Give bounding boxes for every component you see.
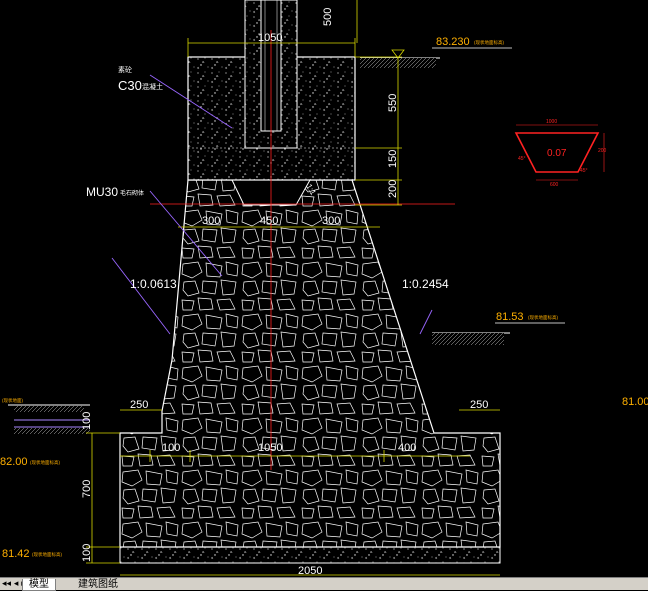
elevation-right-note: (现状地面标高) <box>528 314 558 321</box>
elevation-right-ground: 81.53 <box>496 311 524 323</box>
layout-tab-bar: ◂◂ ◂ ▸ 模型 建筑图纸 <box>0 577 648 591</box>
dim-top-width: 1050 <box>258 32 282 44</box>
dim-right-offset: 300 <box>322 215 340 227</box>
cad-drawing-canvas[interactable]: 1050 500 550 150 200 300 450 300 250 250… <box>0 0 648 577</box>
tab-layout[interactable]: 建筑图纸 <box>78 579 118 590</box>
dim-notch: 200 <box>387 180 399 198</box>
dim-left-offset: 300 <box>202 215 220 227</box>
dim-pole-height: 500 <box>322 8 334 26</box>
dim-left-pad: 100 <box>81 412 93 430</box>
elevation-bottom: 81.42 <box>2 548 30 560</box>
dim-cap-base: 150 <box>387 150 399 168</box>
section-inset: 0.07 1000 600 200 45° 45° <box>514 119 607 188</box>
elevation-left-mid: 82.00 <box>0 456 28 468</box>
elevation-top: 83.230 <box>436 36 470 48</box>
elevation-far-right: 81.00 <box>622 396 648 408</box>
elevation-top-marker <box>391 49 405 59</box>
label-cap-material-suffix: 混凝土 <box>142 82 163 91</box>
elevation-bottom-note: (现状地面标高) <box>32 551 62 558</box>
dim-base-mid: 1050 <box>258 442 282 454</box>
elevation-top-note: (现状地面标高) <box>474 39 504 46</box>
dim-base-height: 700 <box>81 480 93 498</box>
label-stone-suffix: 毛石砌体 <box>120 189 144 197</box>
inset-angle-left: 45° <box>518 156 526 162</box>
dim-total-width: 2050 <box>298 565 322 577</box>
dim-cap-height: 550 <box>387 94 399 112</box>
red-axes <box>150 30 455 470</box>
leader-lines <box>111 74 433 335</box>
label-slope-right: 1:0.2454 <box>402 277 449 291</box>
bottom-pad <box>119 546 501 564</box>
inset-angle-right: 45° <box>580 168 588 174</box>
inset-top-dim: 1000 <box>546 119 557 125</box>
label-stone-material: MU30 <box>86 185 118 199</box>
elevation-left-mid-note: (现状地面标高) <box>30 459 60 466</box>
tab-model[interactable]: 模型 <box>22 579 56 591</box>
tab-nav-arrows[interactable]: ◂◂ ◂ ▸ <box>2 579 26 589</box>
foundation-base <box>119 179 501 548</box>
dimension-lines <box>86 0 500 576</box>
dim-bottom-pad: 100 <box>81 544 93 562</box>
inset-bottom-dim: 600 <box>550 182 559 188</box>
label-underlines <box>432 47 565 324</box>
dim-left-step: 250 <box>130 399 148 411</box>
dim-base-right: 400 <box>398 442 416 454</box>
inset-side-dim: 200 <box>598 148 607 154</box>
label-cap-material-top: 素砼 <box>118 65 132 74</box>
elevation-left-upper-note: (现状地面) <box>2 397 23 404</box>
dim-right-step: 250 <box>470 399 488 411</box>
label-cap-material: C30 <box>118 78 142 93</box>
inset-area: 0.07 <box>547 148 567 159</box>
dim-base-left: 100 <box>162 442 180 454</box>
dim-notch-width: 450 <box>260 215 278 227</box>
label-slope-left: 1:0.0613 <box>130 277 177 291</box>
